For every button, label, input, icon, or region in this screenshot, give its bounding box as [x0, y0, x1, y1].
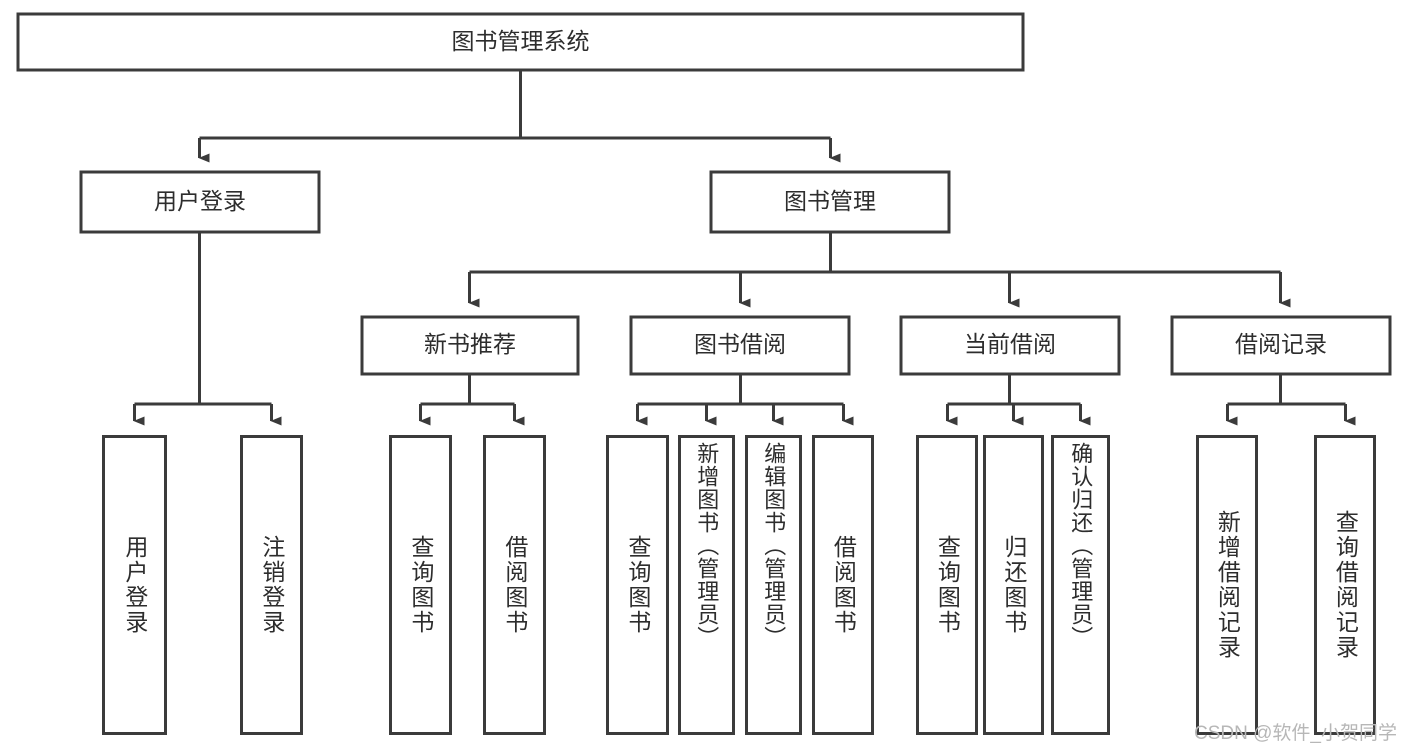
node-root-label: 图书管理系统 [452, 28, 590, 54]
leaf-return-book[interactable]: 归还图书 [983, 435, 1044, 735]
leaf-add-borrow-record-label: 新增借阅记录 [1214, 510, 1241, 660]
connector-group-book-management [468, 232, 1291, 308]
leaf-query-book-recommend[interactable]: 查询图书 [389, 435, 452, 735]
leaf-query-book-current[interactable]: 查询图书 [916, 435, 978, 735]
node-new-book-recommend-rect[interactable] [360, 315, 580, 376]
node-borrow-record-label: 借阅记录 [1235, 331, 1327, 357]
node-current-borrow[interactable]: 当前借阅 [899, 315, 1121, 376]
node-user-login-rect[interactable] [79, 170, 321, 234]
leaf-edit-book-admin-label: 编辑图书（管理员） [761, 442, 787, 649]
leaf-borrow-book[interactable]: 借阅图书 [812, 435, 874, 735]
node-new-book-recommend[interactable]: 新书推荐 [360, 315, 580, 376]
leaf-borrow-book-recommend[interactable]: 借阅图书 [483, 435, 546, 735]
connector-group-root [198, 70, 841, 163]
leaf-borrow-book-label: 借阅图书 [830, 535, 857, 635]
leaf-logout-label: 注销登录 [258, 535, 285, 635]
node-new-book-recommend-label: 新书推荐 [424, 331, 516, 357]
leaf-user-login-label: 用户登录 [121, 535, 148, 635]
leaf-user-login[interactable]: 用户登录 [102, 435, 167, 735]
leaf-add-book-admin[interactable]: 新增图书（管理员） [678, 435, 735, 735]
node-book-management[interactable]: 图书管理 [709, 170, 951, 234]
leaf-return-book-label: 归还图书 [1000, 535, 1027, 635]
node-book-borrow-label: 图书借阅 [694, 331, 786, 357]
leaf-query-book-current-label: 查询图书 [934, 535, 961, 635]
node-current-borrow-label: 当前借阅 [964, 331, 1056, 357]
leaf-add-borrow-record[interactable]: 新增借阅记录 [1196, 435, 1258, 735]
node-borrow-record[interactable]: 借阅记录 [1170, 315, 1392, 376]
leaf-borrow-book-recommend-label: 借阅图书 [501, 535, 528, 635]
node-root-rect[interactable] [16, 12, 1025, 72]
connector-group-borrow-record [1226, 374, 1356, 426]
node-user-login-label: 用户登录 [154, 188, 246, 214]
node-borrow-record-rect[interactable] [1170, 315, 1392, 376]
leaf-query-borrow-record-label: 查询借阅记录 [1332, 510, 1359, 660]
node-user-login[interactable]: 用户登录 [79, 170, 321, 234]
node-book-borrow-rect[interactable] [629, 315, 851, 376]
leaf-add-book-admin-label: 新增图书（管理员） [694, 442, 720, 649]
leaf-confirm-return-admin[interactable]: 确认归还（管理员） [1051, 435, 1110, 735]
leaf-query-book-borrow-label: 查询图书 [624, 535, 651, 635]
connector-group-book-borrow [636, 374, 854, 426]
leaf-logout[interactable]: 注销登录 [240, 435, 303, 735]
connector-group-new-book [419, 374, 525, 426]
connector-group-user-login [133, 232, 282, 426]
node-book-borrow[interactable]: 图书借阅 [629, 315, 851, 376]
node-current-borrow-rect[interactable] [899, 315, 1121, 376]
leaf-query-borrow-record[interactable]: 查询借阅记录 [1314, 435, 1376, 735]
leaf-query-book-borrow[interactable]: 查询图书 [606, 435, 669, 735]
node-book-management-rect[interactable] [709, 170, 951, 234]
connector-group-current-borrow [946, 374, 1091, 426]
leaf-confirm-return-admin-label: 确认归还（管理员） [1068, 442, 1094, 649]
node-book-management-label: 图书管理 [784, 188, 876, 214]
leaf-query-book-recommend-label: 查询图书 [407, 535, 434, 635]
leaf-edit-book-admin[interactable]: 编辑图书（管理员） [745, 435, 802, 735]
node-root[interactable]: 图书管理系统 [16, 12, 1025, 72]
